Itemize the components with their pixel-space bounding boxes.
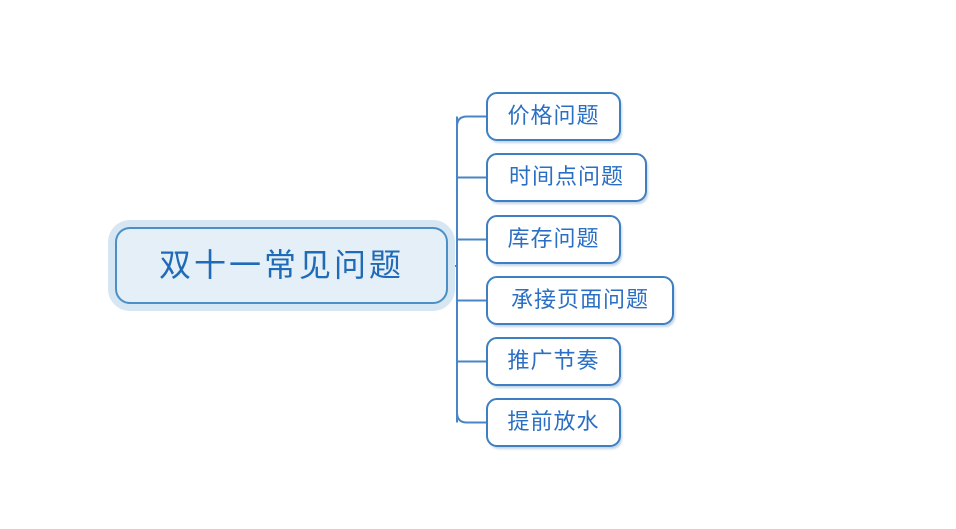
connector-branch-5 [456, 412, 486, 424]
connector-branch-0 [456, 115, 486, 127]
child-node-early-release[interactable]: 提前放水 [486, 398, 621, 447]
child-node-label: 库存问题 [507, 225, 600, 251]
child-node-label: 推广节奏 [507, 347, 600, 373]
root-node-body: 双十一常见问题 [115, 227, 448, 304]
child-node-promotion-rhythm[interactable]: 推广节奏 [486, 337, 621, 386]
child-node-label: 价格问题 [507, 102, 600, 128]
root-node[interactable]: 双十一常见问题 [108, 220, 455, 311]
child-node-price[interactable]: 价格问题 [486, 92, 621, 141]
child-node-timing[interactable]: 时间点问题 [486, 153, 647, 202]
child-node-landing-page[interactable]: 承接页面问题 [486, 276, 674, 325]
root-node-label: 双十一常见问题 [158, 246, 404, 283]
child-node-inventory[interactable]: 库存问题 [486, 215, 621, 264]
child-node-label: 时间点问题 [508, 163, 624, 189]
child-node-label: 提前放水 [507, 408, 600, 434]
child-node-label: 承接页面问题 [510, 286, 649, 312]
